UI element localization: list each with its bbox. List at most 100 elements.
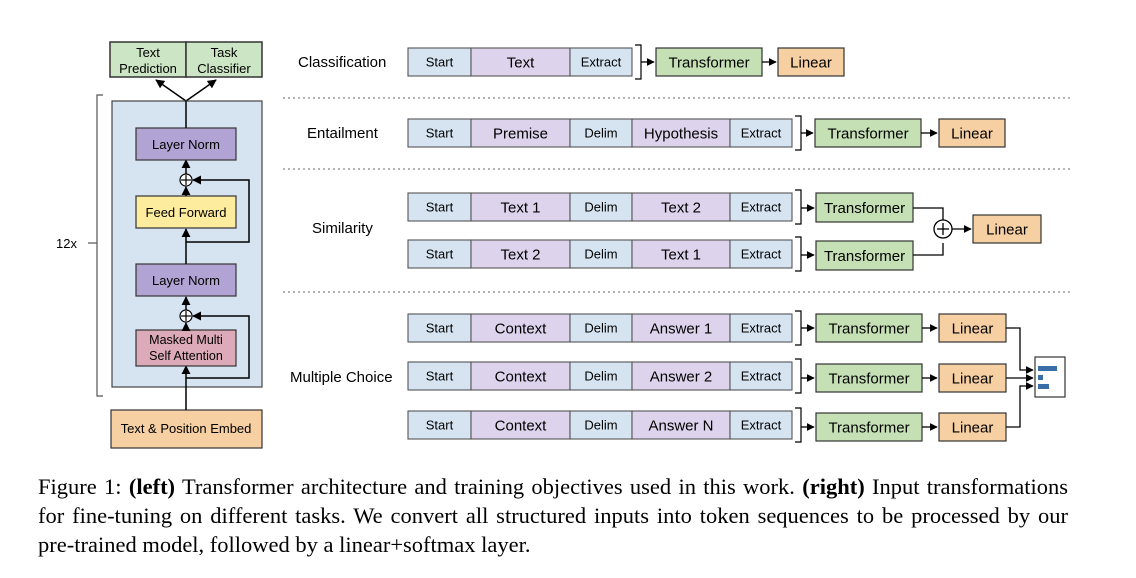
token-start [407, 410, 472, 440]
caption-right-bold: (right) [802, 474, 865, 499]
transformer-choice-1 [815, 313, 923, 343]
token-text2 [631, 192, 731, 222]
transformer-classification-label: Transformer [668, 55, 749, 72]
layer-norm-bottom [135, 263, 237, 297]
token-delim-label: Delim [584, 126, 617, 141]
figure-caption: Figure 1: (left) Transformer architectur… [38, 472, 1068, 559]
layer-norm-top [135, 127, 237, 161]
token-row-bracket [635, 44, 642, 80]
token-text2-label: Text 2 [500, 247, 540, 264]
token-delim [569, 361, 633, 391]
multiple-choice-softmax [1006, 327, 1066, 428]
linear-choice-2-label: Linear [952, 371, 994, 388]
token-extract [729, 192, 793, 222]
transformer-similarity-b [815, 240, 914, 271]
caption-right-text: Input transformations for fine-tuning on… [38, 474, 1069, 557]
linear-classification-label: Linear [790, 55, 832, 72]
caption-prefix: Figure 1: [38, 474, 129, 499]
token-row-bracket [795, 189, 802, 225]
feed-forward-label: Feed Forward [146, 205, 227, 220]
token-delim-label: Delim [584, 418, 617, 433]
token-extract-label: Extract [741, 126, 782, 141]
feed-forward-box [135, 195, 237, 229]
token-start-label: Start [426, 321, 454, 336]
token-answerN-label: Answer N [648, 418, 713, 435]
token-start-label: Start [426, 200, 454, 215]
task-classifier-label-1: Task [211, 45, 238, 60]
token-extract-label: Extract [741, 247, 782, 262]
token-text-label: Text [507, 55, 535, 72]
softmax-bar-2 [1038, 375, 1043, 380]
linear-choice-2 [938, 363, 1007, 393]
linear-choice-3-label: Linear [952, 420, 994, 437]
token-extract-label: Extract [581, 55, 622, 70]
linear-similarity [972, 214, 1042, 244]
token-text1-label: Text 1 [500, 200, 540, 217]
embed-label: Text & Position Embed [121, 421, 252, 436]
token-row-bracket [795, 115, 802, 151]
token-extract-label: Extract [741, 369, 782, 384]
token-delim [569, 313, 633, 343]
token-answer1 [631, 313, 731, 343]
softmax-bar-1 [1038, 366, 1057, 371]
token-start-label: Start [426, 126, 454, 141]
embed-box [110, 409, 263, 449]
task-label-multiple-choice: Multiple Choice [290, 369, 393, 386]
transformer-similarity-b-label: Transformer [824, 248, 905, 265]
task-label-entailment: Entailment [307, 125, 379, 142]
task-classifier-label-2: Classifier [197, 61, 251, 76]
token-extract [729, 313, 793, 343]
similarity-merge [913, 207, 972, 256]
transformer-similarity-a [815, 192, 914, 223]
repeat-label: 12x [56, 236, 77, 251]
transformer-entailment-label: Transformer [827, 126, 908, 143]
token-row-entailment: Start Premise Delim Hypothesis Extract [407, 115, 802, 151]
token-answer1-label: Answer 1 [650, 321, 713, 338]
transformer-choice-3-label: Transformer [828, 420, 909, 437]
task-classifier-head [185, 41, 263, 78]
linear-choice-1-label: Linear [952, 321, 994, 338]
token-text1-label: Text 1 [661, 247, 701, 264]
transformer-choice-2-label: Transformer [828, 371, 909, 388]
linear-entailment-label: Linear [951, 126, 993, 143]
token-text2-label: Text 2 [661, 200, 701, 217]
repeat-bracket [96, 94, 103, 397]
token-context-label: Context [495, 321, 548, 338]
figure-diagram: Text Prediction Task Classifier 12x Text… [56, 41, 1073, 449]
token-extract-label: Extract [741, 200, 782, 215]
token-extract [729, 118, 793, 148]
token-answerN [631, 410, 731, 440]
transformer-choice-3 [815, 412, 923, 442]
token-context-label: Context [495, 369, 548, 386]
token-delim [569, 192, 633, 222]
token-start [407, 361, 472, 391]
softmax-bar-3 [1038, 384, 1049, 389]
linear-entailment [938, 118, 1006, 148]
token-extract-label: Extract [741, 321, 782, 336]
architecture-diagram: Text Prediction Task Classifier 12x Text… [56, 41, 263, 449]
token-delim [569, 410, 633, 440]
task-label-similarity: Similarity [312, 220, 373, 237]
token-extract [729, 410, 793, 440]
token-text1 [631, 239, 731, 269]
token-hypothesis-label: Hypothesis [644, 126, 718, 143]
linear-choice-3 [938, 412, 1007, 442]
token-premise-label: Premise [493, 126, 548, 143]
token-start [407, 239, 472, 269]
attention-label-2: Self Attention [149, 349, 223, 363]
task-label-classification: Classification [298, 54, 386, 71]
token-delim-label: Delim [584, 200, 617, 215]
token-text [470, 47, 571, 77]
linear-similarity-label: Linear [986, 222, 1028, 239]
text-prediction-head [109, 41, 187, 78]
token-start [407, 313, 472, 343]
token-delim-label: Delim [584, 369, 617, 384]
token-row-bracket [795, 310, 802, 346]
token-text2 [470, 239, 571, 269]
